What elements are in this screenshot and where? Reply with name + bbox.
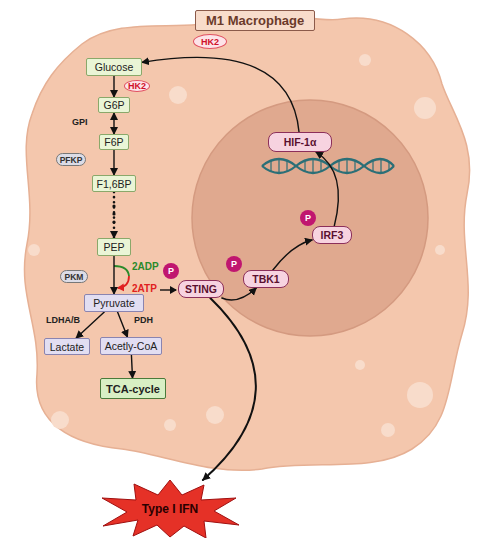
vesicle — [28, 244, 40, 256]
connector-arrow — [76, 312, 104, 338]
vesicle — [51, 411, 69, 429]
phospho-circle: P — [226, 256, 242, 272]
connector-arrow — [203, 298, 256, 480]
atp-to-sting-arrow — [160, 289, 176, 290]
node-text: TBK1 — [252, 273, 279, 285]
node-text: IRF3 — [321, 229, 344, 241]
node-text: TCA-cycle — [106, 383, 160, 395]
connector-arrow — [222, 288, 256, 300]
node-text: Type I IFN — [142, 502, 198, 516]
vesicle — [407, 382, 433, 408]
connector-arrow — [113, 192, 116, 238]
dna-strand — [262, 159, 394, 173]
connector-arrow — [113, 256, 114, 294]
metabolite-box: PEP — [97, 238, 131, 256]
connector-arrow — [131, 355, 132, 378]
node-text: HIF-1α — [284, 136, 317, 148]
output-star: Type I IFN — [100, 480, 240, 538]
text-label: PDH — [134, 315, 153, 325]
enzyme-pill: PKM — [60, 270, 88, 283]
enzyme-oval: HK2 — [124, 80, 150, 92]
node-text: PEP — [103, 241, 124, 253]
metabolite-box: Lactate — [44, 338, 90, 355]
vesicle — [435, 245, 445, 255]
connector-arrow — [316, 152, 338, 226]
metabolite-box: Glucose — [86, 58, 142, 76]
node-text: Lactate — [50, 341, 84, 353]
metabolite-box: F6P — [99, 134, 129, 150]
cell-title: M1 Macrophage — [195, 10, 315, 31]
node-text: Acetly-CoA — [105, 340, 158, 352]
cell-membrane — [24, 13, 469, 470]
nucleus — [192, 100, 428, 336]
vesicle — [381, 423, 395, 437]
node-text: G6P — [103, 99, 124, 111]
vesicle — [169, 86, 187, 104]
enzyme-oval: HK2 — [193, 34, 227, 49]
connector-arrow — [113, 76, 114, 97]
star-burst — [102, 480, 239, 538]
vesicle — [414, 97, 436, 119]
node-text: P — [168, 266, 174, 276]
node-text: F6P — [104, 136, 123, 148]
protein-box: IRF3 — [312, 226, 352, 244]
dna-strand — [262, 159, 394, 173]
connector-arrow — [142, 57, 299, 132]
text-label: LDHA/B — [46, 315, 80, 325]
cycle-box: TCA-cycle — [100, 378, 166, 399]
node-text: Pyruvate — [93, 297, 134, 309]
connector-arrow — [273, 240, 312, 270]
node-text: HK2 — [201, 37, 219, 47]
node-text: PFKP — [60, 155, 83, 165]
text-label: 2ADP — [132, 261, 159, 272]
node-text: F1,6BP — [96, 178, 131, 190]
connector-arrow — [113, 113, 114, 134]
node-text: STING — [185, 283, 217, 295]
node-text: P — [231, 259, 237, 269]
enzyme-pill: PFKP — [56, 153, 86, 166]
metabolite-box: Pyruvate — [84, 294, 144, 312]
node-text: P — [305, 213, 311, 223]
metabolite-box: F1,6BP — [92, 175, 136, 192]
phospho-circle: P — [163, 263, 179, 279]
phospho-circle: P — [300, 210, 316, 226]
vesicle — [164, 419, 176, 431]
vesicle — [206, 406, 224, 424]
vesicle — [355, 360, 365, 370]
text-label: 2ATP — [132, 283, 157, 294]
text-label: GPI — [72, 117, 88, 127]
protein-box: TBK1 — [243, 270, 289, 288]
protein-box: STING — [178, 280, 224, 298]
connector-arrow — [113, 150, 114, 175]
protein-box: HIF-1α — [268, 132, 332, 152]
metabolite-box: Acetly-CoA — [100, 337, 162, 355]
node-text: Glucose — [95, 61, 134, 73]
node-text: PKM — [65, 272, 84, 282]
connector-arrow — [118, 312, 128, 337]
vesicle — [359, 54, 371, 66]
metabolite-box: G6P — [98, 97, 130, 113]
node-text: HK2 — [128, 81, 146, 91]
